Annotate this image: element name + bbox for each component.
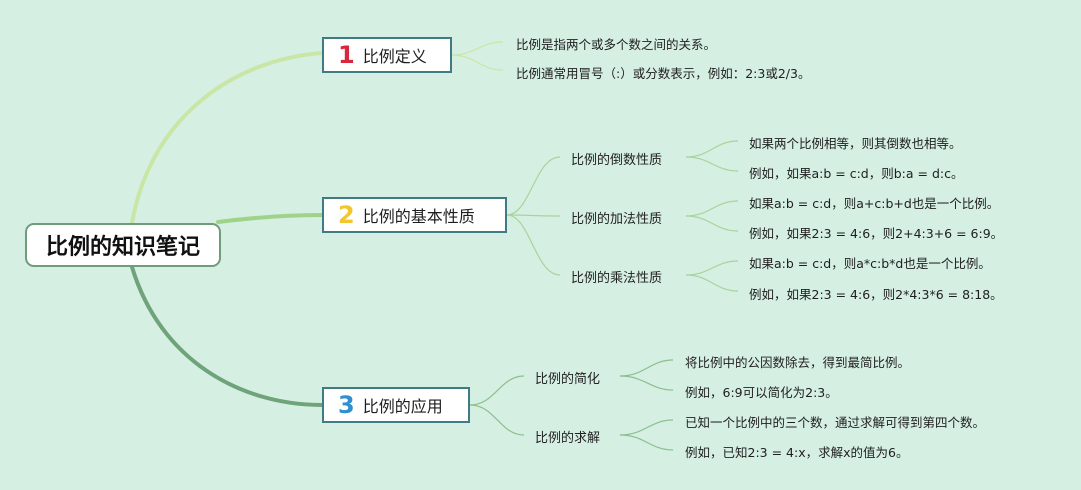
topic-1-node[interactable]: 1 比例定义 <box>322 37 452 73</box>
topic-3-sub-1[interactable]: 比例的简化 <box>535 372 601 387</box>
branch-sub-2-1-leaf-1 <box>685 140 739 158</box>
topic-2-label: 比例的基本性质 <box>362 207 475 226</box>
branch-topic-1-leaf-2 <box>451 54 504 71</box>
branch-sub-3-1-leaf-1 <box>619 359 674 377</box>
branch-topic-3-sub-2 <box>469 404 525 436</box>
branch-sub-2-1-leaf-2 <box>685 156 739 172</box>
branch-sub-2-2-leaf-2 <box>685 215 739 232</box>
topic-1-leaf-1: 比例是指两个或多个数之间的关系。 <box>516 37 717 52</box>
root-label: 比例的知识笔记 <box>45 235 200 260</box>
topic-1-label: 比例定义 <box>362 47 427 66</box>
branch-topic-1-leaf-1 <box>451 41 504 56</box>
topic-2-sub-3[interactable]: 比例的乘法性质 <box>571 271 663 286</box>
branch-sub-3-2-leaf-1 <box>619 419 674 436</box>
sub-2-2-leaf-2: 例如，如果2:3 = 4:6，则2+4:3+6 = 6:9。 <box>749 226 1004 241</box>
topic-2-sub-2[interactable]: 比例的加法性质 <box>571 212 663 227</box>
sub-2-1-leaf-1: 如果两个比例相等，则其倒数也相等。 <box>749 136 962 151</box>
branch-sub-2-3-leaf-1 <box>685 260 739 276</box>
topic-2-sub-1[interactable]: 比例的倒数性质 <box>571 153 663 168</box>
topic-3-number-badge: 3 <box>338 391 355 419</box>
sub-2-2-leaf-1: 如果a:b = c:d，则a+c:b+d也是一个比例。 <box>749 196 1000 211</box>
branch-topic-3-sub-1 <box>469 375 525 406</box>
branch-topic-2-sub-1 <box>506 156 561 216</box>
branch-root-topic-2 <box>216 213 324 224</box>
sub-2-3-leaf-2: 例如，如果2:3 = 4:6，则2*4:3*6 = 8:18。 <box>749 287 1003 302</box>
sub-3-2-leaf-1: 已知一个比例中的三个数，通过求解可得到第四个数。 <box>685 415 986 430</box>
topic-3-sub-2[interactable]: 比例的求解 <box>535 431 601 446</box>
branch-sub-2-3-leaf-2 <box>685 274 739 292</box>
branch-root-topic-1 <box>130 51 324 225</box>
sub-3-1-leaf-1: 将比例中的公因数除去，得到最简比例。 <box>685 355 911 370</box>
sub-3-2-leaf-2: 例如，已知2:3 = 4:x，求解x的值为6。 <box>685 445 909 460</box>
topic-2-number-badge: 2 <box>338 201 355 229</box>
branch-sub-3-1-leaf-2 <box>619 375 674 391</box>
topic-3-node[interactable]: 3 比例的应用 <box>322 387 470 423</box>
sub-2-3-leaf-1: 如果a:b = c:d，则a*c:b*d也是一个比例。 <box>749 256 991 271</box>
sub-2-1-leaf-2: 例如，如果a:b = c:d，则b:a = d:c。 <box>749 166 964 181</box>
topic-1-leaf-2: 比例通常用冒号（:）或分数表示，例如：2:3或2/3。 <box>516 66 811 81</box>
branch-root-topic-3 <box>130 265 324 407</box>
sub-3-1-leaf-2: 例如，6:9可以简化为2:3。 <box>685 385 838 400</box>
topic-3-label: 比例的应用 <box>362 397 443 416</box>
branch-topic-2-sub-2 <box>506 214 561 217</box>
root-node[interactable]: 比例的知识笔记 <box>25 223 221 267</box>
topic-1-number-badge: 1 <box>338 41 355 69</box>
topic-2-node[interactable]: 2 比例的基本性质 <box>322 197 507 233</box>
branch-sub-2-2-leaf-1 <box>685 200 739 217</box>
branch-topic-2-sub-3 <box>506 214 561 276</box>
branch-sub-3-2-leaf-2 <box>619 434 674 451</box>
